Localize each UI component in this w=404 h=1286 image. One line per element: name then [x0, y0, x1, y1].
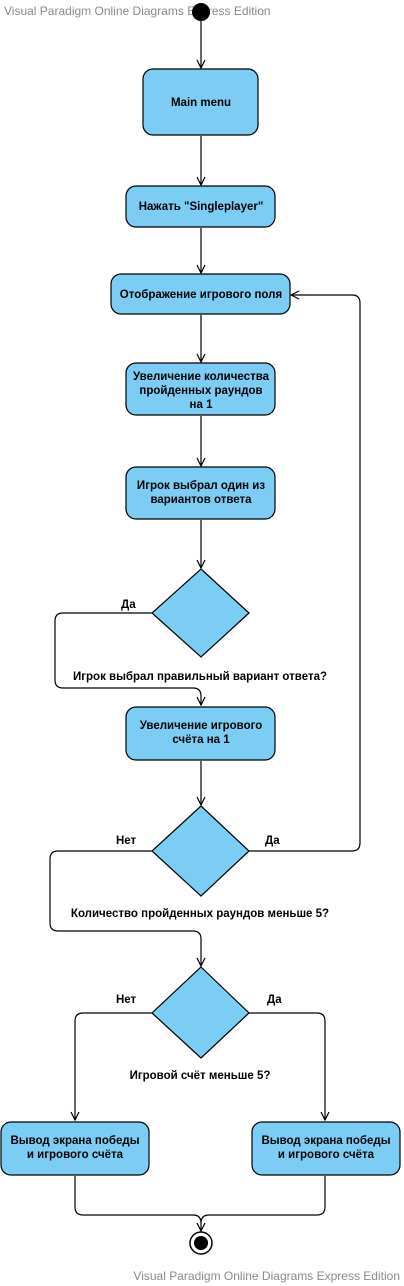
- watermark-bottom: Visual Paradigm Online Diagrams Express …: [133, 1269, 400, 1283]
- decision-score-less-5: [151, 966, 250, 1059]
- node-player-chose-line2: вариантов ответа: [150, 494, 252, 506]
- decision-correct-answer-yes-label: Да: [121, 599, 136, 611]
- node-victory-left-line1: Вывод экрана победы: [10, 1135, 139, 1147]
- node-main-menu-label: Main menu: [171, 97, 231, 109]
- node-inc-score-line1: Увеличение игрового: [140, 720, 263, 732]
- decision-score-yes-label: Да: [267, 994, 282, 1006]
- node-inc-score-line2: счёта на 1: [172, 734, 230, 746]
- edge-left-to-end: [74, 1176, 201, 1231]
- node-inc-rounds-line1: Увеличение количества: [133, 371, 270, 383]
- start-node-icon: [192, 3, 210, 21]
- node-victory-left: Вывод экрана победы и игрового счёта: [0, 1121, 150, 1176]
- decision-rounds-no-label: Нет: [116, 835, 137, 847]
- node-player-chose: Игрок выбрал один из вариантов ответа: [125, 466, 276, 520]
- node-inc-rounds: Увеличение количества пройденных раундов…: [125, 362, 276, 416]
- node-inc-score: Увеличение игрового счёта на 1: [125, 706, 276, 761]
- edge-decision2-yes-loop: [249, 295, 361, 852]
- node-show-field-label: Отображение игрового поля: [120, 289, 282, 301]
- node-victory-right: Вывод экрана победы и игрового счёта: [251, 1121, 401, 1176]
- node-main-menu: Main menu: [142, 68, 259, 136]
- decision-correct-answer: [151, 568, 250, 658]
- node-press-singleplayer: Нажать "Singleplayer": [125, 185, 276, 228]
- decision-score-question: Игровой счёт меньше 5?: [130, 1070, 271, 1082]
- node-inc-rounds-line3: на 1: [190, 399, 214, 411]
- decision-rounds-question: Количество пройденных раундов меньше 5?: [71, 908, 329, 920]
- edge-right-to-end: [200, 1176, 326, 1224]
- node-victory-right-line2: и игрового счёта: [278, 1149, 375, 1161]
- end-node-icon: [189, 1231, 213, 1255]
- edge-decision1-yes: [54, 612, 201, 705]
- edge-decision3-yes: [249, 1012, 325, 1120]
- edges: [49, 21, 361, 1231]
- node-victory-left-line2: и игрового счёта: [27, 1149, 124, 1161]
- decision-rounds-less-5: [151, 805, 250, 897]
- node-player-chose-line1: Игрок выбрал один из: [137, 480, 265, 492]
- node-victory-right-line1: Вывод экрана победы: [261, 1135, 390, 1147]
- decision-rounds-yes-label: Да: [265, 835, 280, 847]
- decision-score-no-label: Нет: [116, 994, 137, 1006]
- edge-decision2-no: [49, 850, 201, 966]
- edge-decision3-no: [75, 1012, 152, 1120]
- node-press-singleplayer-label: Нажать "Singleplayer": [139, 201, 264, 213]
- node-inc-rounds-line2: пройденных раундов: [139, 385, 262, 397]
- node-show-field: Отображение игрового поля: [110, 273, 291, 315]
- decision-correct-answer-question: Игрок выбрал правильный вариант ответа?: [73, 671, 327, 683]
